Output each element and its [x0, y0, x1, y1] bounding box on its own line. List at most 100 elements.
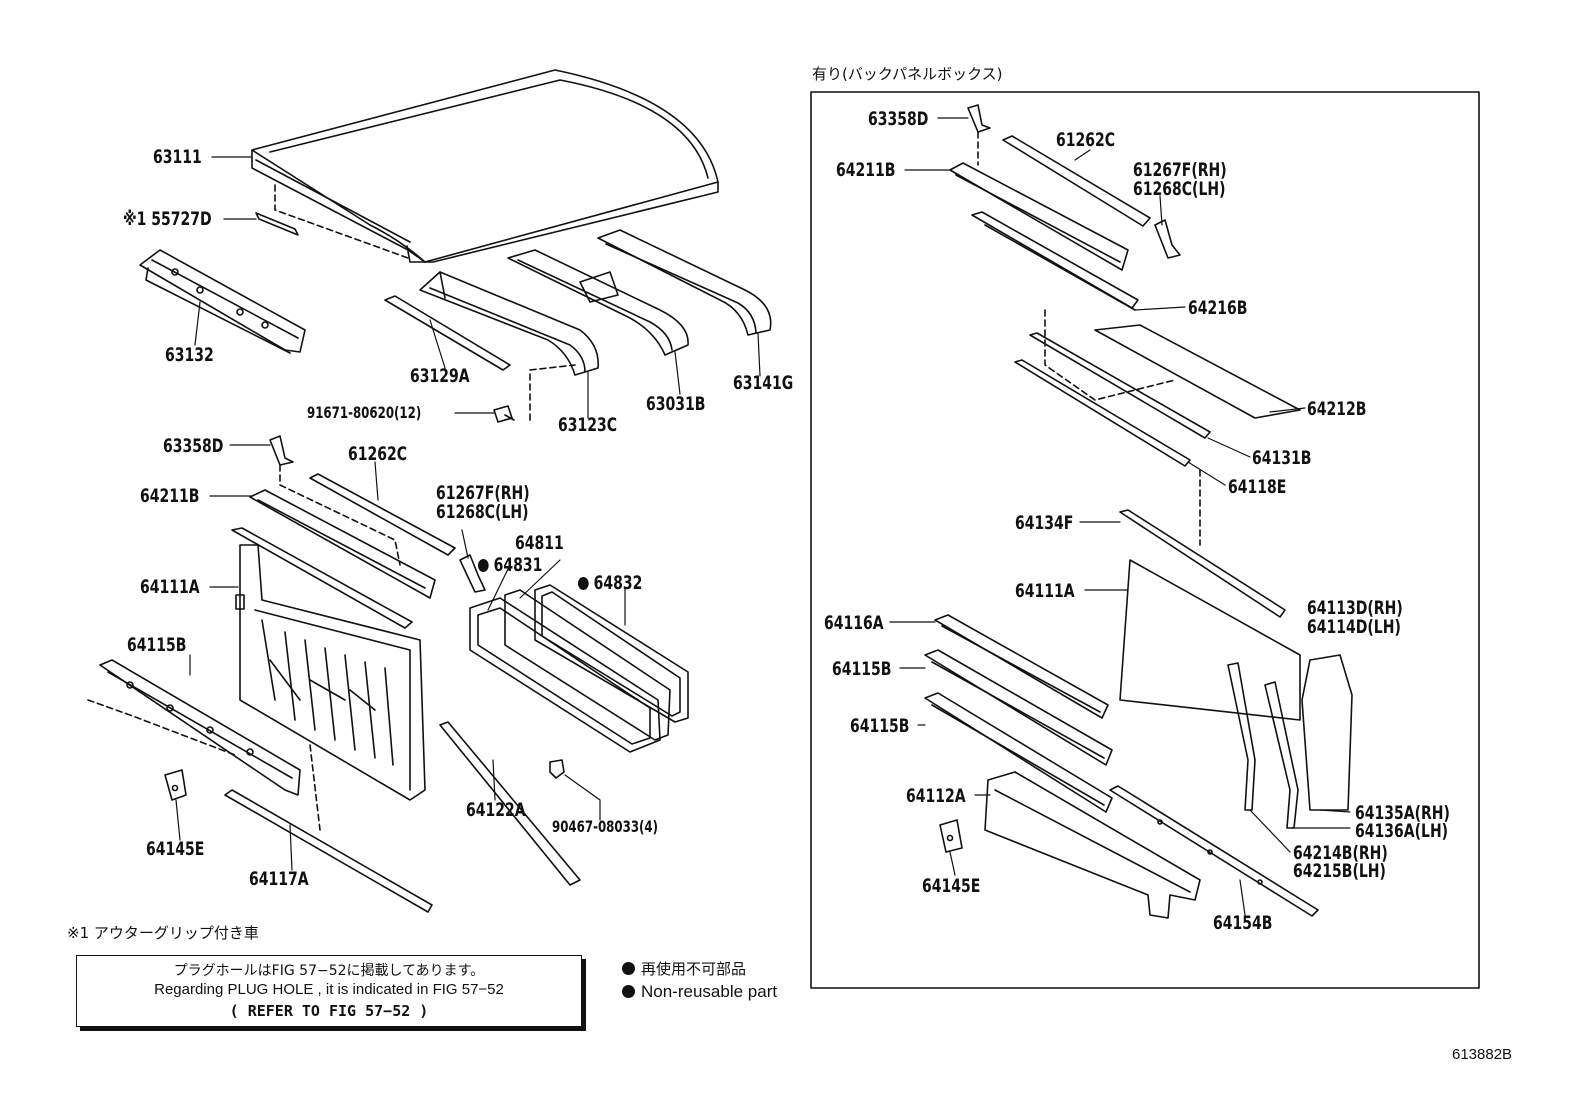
part-label-64118E: 64118E — [1228, 476, 1287, 498]
figure-id: 613882B — [1452, 1046, 1513, 1063]
part-label-64111A-left: 64111A — [140, 576, 200, 598]
grip-55727D — [255, 212, 299, 236]
legend-en: Non-reusable part — [622, 982, 777, 1002]
part-label-64131B: 64131B — [1252, 447, 1312, 469]
part-label-64211B-right: 64211B — [836, 159, 896, 181]
dashed-line — [279, 464, 401, 566]
bracket-61267F-left — [459, 554, 486, 593]
dashed-line — [87, 699, 236, 756]
strip-64116A — [934, 614, 1109, 719]
glass-64811 — [504, 589, 671, 741]
part-label-64111A-right: 64111A — [1015, 580, 1075, 602]
part-label-64134F: 64134F — [1015, 512, 1074, 534]
variant-header: 有り(バックパネルボックス) — [812, 65, 1003, 83]
part-label-64116A: 64116A — [824, 612, 884, 634]
dashed-line — [309, 744, 321, 831]
part-label-64115B-right-2: 64115B — [850, 715, 910, 737]
part-label-61268C-right: 61268C(LH) — [1133, 178, 1226, 200]
part-label-64216B: 64216B — [1188, 297, 1248, 319]
bracket-63358D-right — [967, 104, 991, 133]
part-label-61268C-left: 61268C(LH) — [436, 501, 529, 523]
roof-bow-63031B — [507, 249, 689, 356]
part-label-64122A: 64122A — [466, 799, 526, 821]
part-label-63111: 63111 — [153, 146, 202, 168]
part-label-64136A: 64136A(LH) — [1355, 820, 1449, 842]
part-label-64145E-left: 64145E — [146, 838, 205, 860]
weatherstrip-64832 — [534, 584, 689, 723]
box-64112A — [984, 771, 1201, 919]
dashed-line — [1044, 309, 1176, 401]
bracket-63358D-left — [269, 435, 294, 466]
part-label-63123C: 63123C — [558, 414, 618, 436]
weatherstrip-64831 — [469, 597, 661, 753]
strip-63129A — [384, 295, 511, 371]
strip-64135A — [1264, 681, 1299, 829]
strip-61262C-left — [309, 473, 456, 556]
strip-64154B — [1109, 785, 1319, 917]
part-label-64212B: 64212B — [1307, 398, 1367, 420]
part-label-63358D-left: 63358D — [163, 435, 224, 457]
part-label-64135A: 64135A(RH) — [1355, 802, 1450, 824]
clip-90467 — [549, 759, 565, 779]
part-label-64811: 64811 — [515, 532, 564, 554]
part-label-64154B: 64154B — [1213, 912, 1273, 934]
strip-64131B — [1029, 332, 1211, 439]
part-label-64831: 64831 — [478, 556, 542, 575]
bracket-64145E-right — [939, 819, 963, 853]
part-label-61267F-right: 61267F(RH) — [1133, 159, 1227, 181]
panel-64212B — [1094, 324, 1301, 419]
legend-dot-icon — [622, 962, 635, 975]
strip-64118E — [1014, 359, 1191, 467]
dashed-line — [274, 184, 409, 259]
legend-jp: 再使用不可部品 — [622, 958, 746, 979]
bracket-61267F-right — [1154, 219, 1181, 259]
bracket-64145E-left — [164, 769, 187, 801]
strip-64134F — [1119, 509, 1286, 618]
part-label-63141G: 63141G — [733, 372, 794, 394]
back-panel-64111A-left — [235, 544, 426, 801]
part-label-91671-80620: 91671-80620(12) — [307, 403, 422, 422]
roof-bow-63123C — [419, 271, 599, 376]
part-label-55727D: ※1 55727D — [123, 208, 212, 230]
part-label-64113D: 64113D(RH) — [1307, 597, 1403, 619]
dashed-line — [529, 364, 576, 421]
footnote: ※1 アウターグリップ付き車 — [67, 924, 259, 942]
part-label-61267F-left: 61267F(RH) — [436, 482, 530, 504]
non-reusable-dot — [478, 559, 489, 572]
part-label-61262C-left: 61262C — [348, 443, 408, 465]
strip-64117A — [224, 789, 433, 913]
note-line-ref: ( REFER TO FIG 57−52 ) — [229, 1002, 429, 1020]
sill-64115B-left — [99, 659, 301, 796]
part-label-90467-08033: 90467-08033(4) — [552, 817, 659, 836]
part-label-64145E-right: 64145E — [922, 875, 981, 897]
part-label-64215B: 64215B(LH) — [1293, 860, 1386, 882]
part-label-64832: 64832 — [578, 574, 642, 593]
part-label-64112A: 64112A — [906, 785, 966, 807]
reinforce-64211B-left — [231, 489, 436, 629]
note-line-jp: プラグホールはFIG 57−52に掲載してあります。 — [173, 963, 485, 979]
pillar-64113D — [1301, 654, 1353, 811]
legend-dot-icon — [622, 985, 635, 998]
bolt-91671 — [493, 405, 515, 423]
strip-61262C-right — [1002, 135, 1151, 227]
leader-lines — [175, 117, 1351, 916]
strip-64214B — [1227, 662, 1256, 811]
note-line-en: Regarding PLUG HOLE , it is indicated in… — [154, 981, 504, 998]
sill-64115B-right-2 — [924, 692, 1113, 813]
part-label-64115B-left: 64115B — [127, 634, 187, 656]
right-frame — [810, 91, 1480, 989]
part-label-63129A: 63129A — [410, 365, 470, 387]
non-reusable-dot — [578, 577, 589, 590]
part-label-64114D: 64114D(LH) — [1307, 616, 1401, 638]
part-label-64117A: 64117A — [249, 868, 309, 890]
panel-64111A-right — [1119, 559, 1301, 721]
part-label-63132: 63132 — [165, 344, 214, 366]
part-label-63031B: 63031B — [646, 393, 706, 415]
strip-64122A — [439, 721, 581, 886]
part-label-64115B-right-1: 64115B — [832, 658, 892, 680]
part-label-64214B: 64214B(RH) — [1293, 842, 1388, 864]
roof-bow-63141G — [597, 229, 772, 336]
part-label-61262C-right: 61262C — [1056, 129, 1116, 151]
